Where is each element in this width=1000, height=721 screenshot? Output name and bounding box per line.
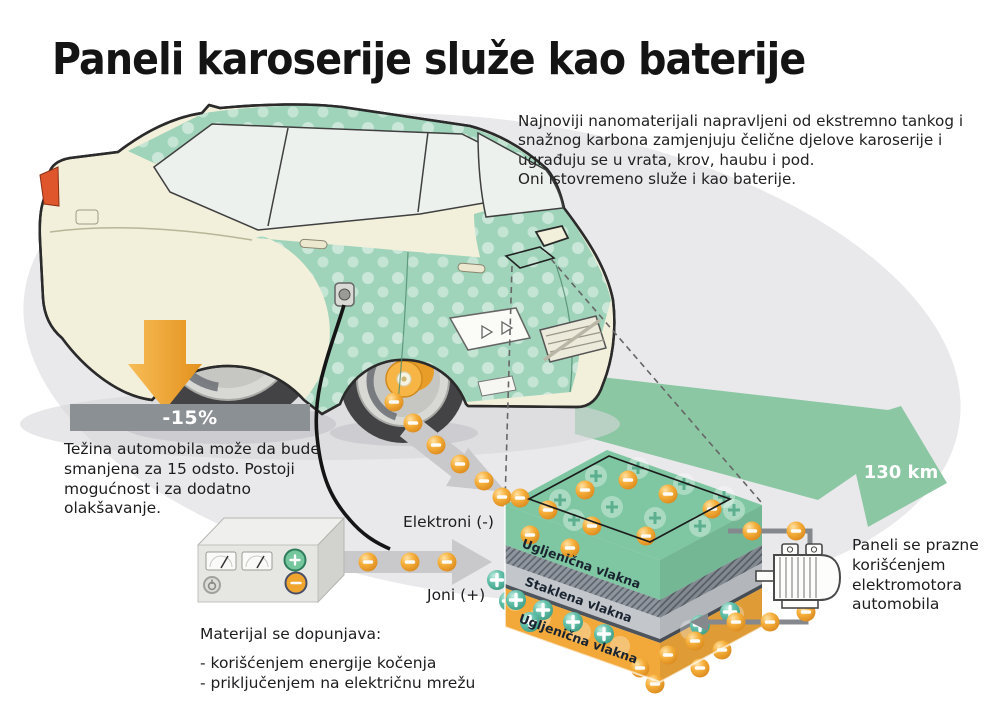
recharge-info: Materijal se dopunjava: - korišćenjem en… xyxy=(200,624,510,693)
door-handle xyxy=(457,262,486,274)
weight-description: Težina automobila može da bude smanjena … xyxy=(64,440,320,518)
battery-layer-glass xyxy=(505,563,660,639)
weight-drop-arrow xyxy=(128,320,202,410)
side-mirror xyxy=(534,224,570,248)
door-seam xyxy=(397,251,409,404)
intro-paragraph: Oni istovremeno služe i kao baterije. xyxy=(518,169,797,188)
plus-button-icon xyxy=(283,548,307,572)
magnifier-dashed-lines xyxy=(504,258,762,503)
recharge-method: - priključenjem na električnu mrežu xyxy=(200,674,476,693)
motor-circuit xyxy=(690,521,842,632)
discharge-description: Paneli se prazne korišćenjem elektromoto… xyxy=(852,536,979,614)
recharge-method: - korišćenjem energije kočenja xyxy=(200,654,437,673)
electron-flow-arrow xyxy=(384,392,512,507)
headlight-detail xyxy=(481,320,514,340)
battery-block: Ugljenična vlakna Staklena vlakna Ugljen… xyxy=(504,450,763,694)
charging-cable xyxy=(314,304,391,551)
roof-panel xyxy=(128,105,546,184)
battery-layer-hatch xyxy=(505,545,660,618)
electric-motor-icon xyxy=(755,543,842,609)
electrons-label: Elektroni (-) xyxy=(403,513,494,531)
page-title: Paneli karoserije služe kao baterije xyxy=(52,34,806,85)
windshield xyxy=(477,131,564,218)
gauge-icon xyxy=(241,551,273,571)
fuel-flap xyxy=(75,209,99,225)
weight-badge: -15% xyxy=(70,404,310,431)
ion-flow-arrow xyxy=(344,539,521,613)
fog-light xyxy=(477,375,517,397)
wire-arrowhead xyxy=(690,613,708,631)
taillight xyxy=(39,166,60,207)
intro-text: Najnoviji nanomaterijali napravljeni od … xyxy=(518,112,990,189)
minus-button-icon xyxy=(284,571,308,595)
door-handle xyxy=(299,238,328,250)
power-button-icon xyxy=(203,576,221,594)
battery-layer-carbon-top xyxy=(505,505,660,600)
hood-panel xyxy=(474,202,611,346)
sample-outline xyxy=(526,455,733,543)
grille-bar xyxy=(542,318,602,362)
range-label: 130 km xyxy=(864,462,939,483)
range-arrow: 130 km xyxy=(575,374,947,527)
charger-icon xyxy=(196,516,346,604)
c-pillar xyxy=(417,131,429,213)
gauge-icon xyxy=(205,551,237,571)
plug-icon xyxy=(338,288,351,301)
ions-label: Joni (+) xyxy=(427,586,486,604)
intro-paragraph: Najnoviji nanomaterijali napravljeni od … xyxy=(518,112,964,169)
hood-sample-outline xyxy=(504,246,556,269)
b-pillar xyxy=(267,127,289,227)
weight-badge-value: -15% xyxy=(162,406,218,429)
beltline-crease xyxy=(49,227,253,241)
recharge-heading: Materijal se dopunjava: xyxy=(200,625,382,643)
